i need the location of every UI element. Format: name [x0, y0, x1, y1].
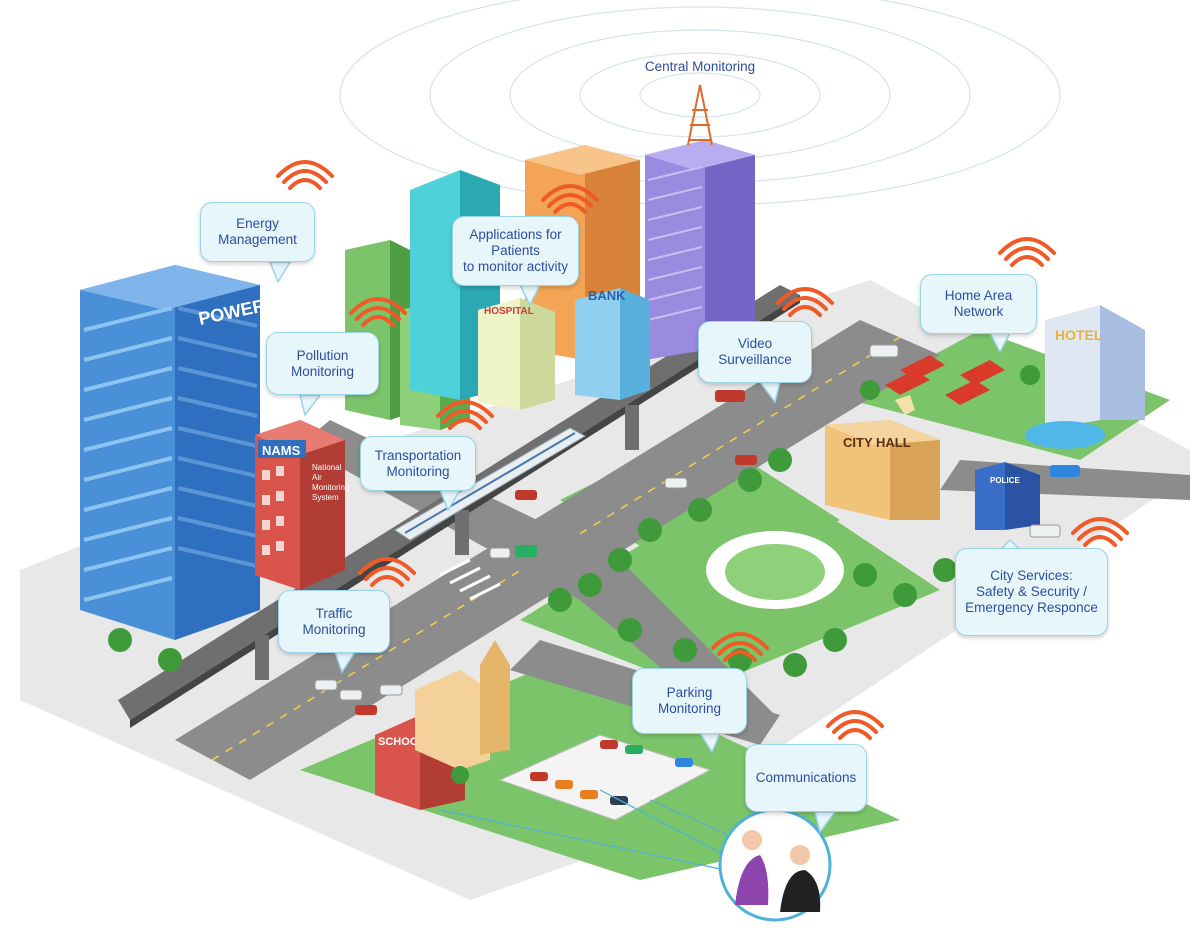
communications-people [720, 810, 830, 920]
police-building: POLICE [975, 462, 1040, 530]
bank-sign: BANK [588, 288, 626, 303]
pollution-monitoring-callout: Pollution Monitoring [266, 332, 379, 395]
video-line-1: Video [718, 336, 792, 352]
parking-monitoring-callout: Parking Monitoring [632, 668, 747, 734]
home-area-line-2: Network [945, 304, 1013, 320]
traffic-line-1: Traffic [302, 606, 365, 622]
pollution-line-2: Monitoring [291, 364, 354, 380]
patients-line-2: Patients [463, 243, 568, 259]
video-surveillance-callout: Video Surveillance [698, 321, 812, 383]
home-area-network-callout: Home Area Network [920, 274, 1037, 334]
energy-management-callout: Energy Management [200, 202, 315, 262]
nams-sign: NAMS [262, 443, 301, 458]
wifi-icon-energy [278, 162, 332, 188]
transportation-line-1: Transportation [375, 448, 462, 464]
patients-line-1: Applications for [463, 227, 568, 243]
energy-management-line-1: Energy [218, 216, 297, 232]
bank-building: BANK [575, 288, 650, 400]
pollution-line-1: Pollution [291, 348, 354, 364]
city-services-line-1: City Services: [965, 568, 1098, 584]
central-monitoring-label: Central Monitoring [630, 56, 770, 78]
wifi-icon-communications [828, 712, 882, 738]
home-area-line-1: Home Area [945, 288, 1013, 304]
hospital-building: HOSPITAL [478, 298, 555, 410]
city-services-line-3: Emergency Responce [965, 600, 1098, 616]
patients-line-3: to monitor activity [463, 259, 568, 275]
transportation-line-2: Monitoring [375, 464, 462, 480]
city-hall-sign: CITY HALL [843, 435, 911, 450]
communications-text: Communications [756, 770, 857, 786]
central-monitoring-text: Central Monitoring [645, 59, 755, 75]
wifi-icon-home [1000, 239, 1054, 265]
hospital-sign: HOSPITAL [484, 306, 534, 317]
hotel-sign: HOTEL [1055, 327, 1103, 343]
communications-callout: Communications [745, 744, 867, 812]
police-sign: POLICE [990, 476, 1020, 485]
parking-line-2: Monitoring [658, 701, 721, 717]
city-services-line-2: Safety & Security / [965, 584, 1098, 600]
antenna-tower-icon [688, 85, 712, 145]
city-services-callout: City Services: Safety & Security / Emerg… [955, 548, 1108, 636]
traffic-monitoring-callout: Traffic Monitoring [278, 590, 390, 653]
applications-for-patients-callout: Applications for Patients to monitor act… [452, 216, 579, 286]
energy-management-line-2: Management [218, 232, 297, 248]
transportation-monitoring-callout: Transportation Monitoring [360, 436, 476, 491]
parking-line-1: Parking [658, 685, 721, 701]
nams-building: NAMS National Air Monitoring System [255, 420, 352, 590]
traffic-line-2: Monitoring [302, 622, 365, 638]
video-line-2: Surveillance [718, 352, 792, 368]
power-building: POWER [80, 265, 267, 640]
city-hall-building: CITY HALL [825, 420, 940, 520]
